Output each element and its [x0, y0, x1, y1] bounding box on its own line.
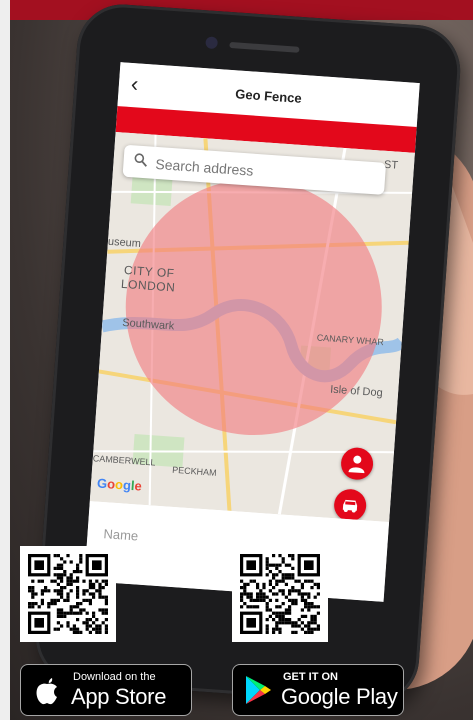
app-store-big-text: App Store	[71, 684, 167, 709]
earpiece-speaker	[229, 41, 300, 53]
search-box[interactable]	[122, 144, 387, 195]
geo-fence-circle	[125, 179, 382, 436]
app-store-small-text: Download on the	[73, 671, 156, 683]
road	[93, 450, 394, 454]
name-field-label: Name	[103, 526, 139, 544]
app-store-button[interactable]: Download on the App Store	[20, 664, 192, 716]
front-camera	[205, 36, 219, 50]
map-view[interactable]: useum CITY OF LONDON Southwark CANARY WH…	[89, 131, 415, 523]
google-play-button[interactable]: GET IT ON Google Play	[232, 664, 404, 716]
google-play-big-text: Google Play	[281, 684, 398, 709]
google-logo: Google	[97, 476, 143, 494]
map-label: ST	[383, 158, 399, 172]
person-fab-button[interactable]	[339, 446, 375, 481]
map-graphics	[89, 131, 415, 523]
map-label: useum	[107, 235, 142, 251]
park-area	[130, 173, 173, 207]
car-fab-button[interactable]	[333, 488, 368, 523]
phone-screen: ‹ Geo Fence	[84, 62, 420, 602]
apple-icon	[36, 678, 57, 705]
google-play-icon	[246, 676, 271, 704]
google-logo-letter: e	[134, 478, 143, 494]
qr-code-app-store	[20, 546, 116, 642]
google-play-small-text: GET IT ON	[283, 671, 338, 683]
search-icon	[134, 153, 147, 167]
person-icon	[348, 455, 365, 474]
qr-code-graphic	[28, 554, 108, 634]
background-photo: ‹ Geo Fence	[10, 0, 473, 720]
qr-code-google-play	[232, 546, 328, 642]
car-icon	[342, 499, 358, 513]
qr-code-graphic	[240, 554, 320, 634]
